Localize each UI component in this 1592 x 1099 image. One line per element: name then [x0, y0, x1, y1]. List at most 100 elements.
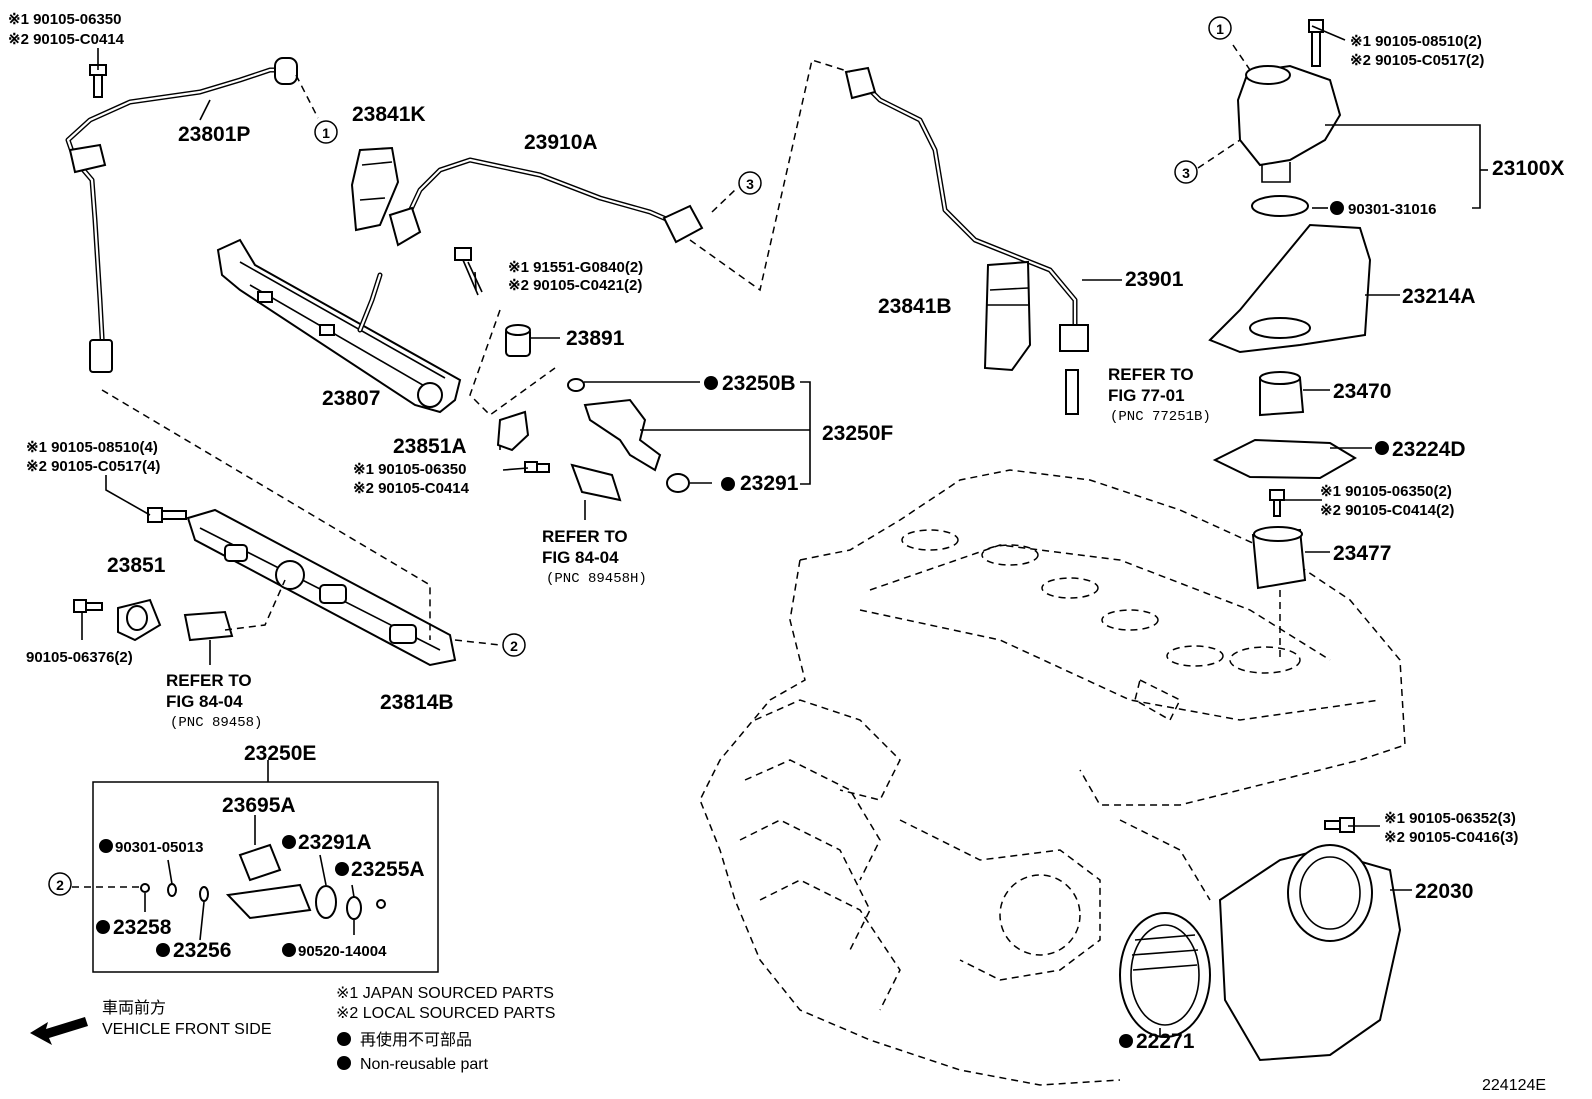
gasket-22271 — [1119, 912, 1211, 1038]
label-23250b: 23250B — [722, 372, 796, 395]
clip-23851a — [496, 410, 530, 452]
svg-text:2: 2 — [56, 877, 64, 893]
bolt-label-rail-1: ※1 90105-08510(4) — [26, 439, 158, 456]
svg-text:(PNC 89458H): (PNC 89458H) — [546, 571, 647, 587]
bolt-label-clip-1: ※1 90105-06350 — [353, 461, 467, 478]
label-23891: 23891 — [566, 327, 625, 350]
fuel-rail-23814b — [186, 508, 457, 667]
front-arrow-icon — [30, 1017, 88, 1045]
svg-text:3: 3 — [1182, 165, 1190, 181]
label-23695a: 23695A — [222, 794, 296, 817]
svg-text:REFER TO: REFER TO — [166, 671, 252, 690]
bolt-label-thr-1: ※1 90105-06352(3) — [1384, 810, 1516, 827]
svg-text:REFER TO: REFER TO — [542, 527, 628, 546]
connector-23841b — [983, 260, 1032, 372]
bolt-label-mid-1: ※1 91551-G0840(2) — [508, 259, 643, 276]
refer-note-89458h: REFER TO FIG 84-04 (PNC 89458H) — [542, 527, 647, 587]
label-22271: 22271 — [1136, 1030, 1195, 1053]
high-pressure-pump-23100x — [1236, 64, 1342, 217]
svg-text:(PNC 89458): (PNC 89458) — [170, 715, 262, 731]
label-22030: 22030 — [1415, 880, 1473, 903]
svg-text:FIG 84-04: FIG 84-04 — [166, 692, 243, 711]
label-23851: 23851 — [107, 554, 166, 577]
vehicle-front-legend: 車両前方 VEHICLE FRONT SIDE — [30, 999, 272, 1045]
collar-23891 — [505, 324, 531, 357]
bolt-91551 — [454, 247, 483, 296]
label-90301-05013: 90301-05013 — [115, 839, 203, 856]
svg-text:再使用不可部品: 再使用不可部品 — [360, 1031, 472, 1049]
callout-1-tube: 1 — [314, 120, 338, 144]
label-23470: 23470 — [1333, 380, 1391, 403]
svg-text:(PNC 77251B): (PNC 77251B) — [1110, 409, 1211, 425]
svg-text:1: 1 — [322, 125, 330, 141]
bolt-label-ins-1: ※1 90105-06350(2) — [1320, 483, 1452, 500]
label-23910a: 23910A — [524, 131, 598, 154]
dashed-connectors — [72, 44, 1281, 888]
bolt-label-tl-1: ※1 90105-06350 — [8, 11, 122, 28]
label-23258: 23258 — [113, 916, 172, 939]
svg-text:車両前方: 車両前方 — [102, 999, 166, 1017]
sensor-89458h — [570, 463, 622, 502]
bolt-label-tl-2: ※2 90105-C0414 — [8, 31, 125, 48]
label-23814b: 23814B — [380, 691, 454, 714]
bolt-insulator — [1269, 489, 1285, 517]
hose-77251b — [1065, 369, 1079, 415]
bolt-rail — [147, 507, 187, 523]
label-23841k: 23841K — [352, 103, 426, 126]
throttle-body-22030 — [1218, 844, 1402, 1062]
svg-text:FIG 84-04: FIG 84-04 — [542, 548, 619, 567]
label-23256: 23256 — [173, 939, 231, 962]
bolt-label-ins-2: ※2 90105-C0414(2) — [1320, 502, 1454, 519]
svg-text:※1 JAPAN SOURCED PARTS: ※1 JAPAN SOURCED PARTS — [336, 985, 554, 1002]
label-23224d: 23224D — [1392, 438, 1466, 461]
label-23291a: 23291A — [298, 831, 372, 854]
bolt-pump — [1308, 19, 1324, 67]
label-23801p: 23801P — [178, 123, 250, 146]
label-23255a: 23255A — [351, 858, 425, 881]
label-23214a: 23214A — [1402, 285, 1476, 308]
label-23841b: 23841B — [878, 295, 952, 318]
bolt-label-rail-2: ※2 90105-C0517(4) — [26, 458, 160, 475]
gasket-23224d — [1212, 438, 1357, 480]
label-23250e: 23250E — [244, 742, 316, 765]
label-23477: 23477 — [1333, 542, 1391, 565]
svg-text:1: 1 — [1216, 21, 1224, 37]
label-23100x: 23100X — [1492, 157, 1564, 180]
lifter-23470 — [1259, 371, 1305, 417]
label-23851a: 23851A — [393, 435, 467, 458]
label-23250f: 23250F — [822, 422, 893, 445]
callout-3-pump: 3 — [1174, 160, 1198, 184]
holder-23477 — [1251, 526, 1307, 590]
bolt-label-thr-2: ※2 90105-C0416(3) — [1384, 829, 1518, 846]
callout-2-box: 2 — [48, 872, 72, 896]
label-90105-06376: 90105-06376(2) — [26, 649, 133, 666]
fuel-tube-23901 — [844, 66, 1089, 352]
bolt-label-clip-2: ※2 90105-C0414 — [353, 480, 470, 497]
svg-text:REFER TO: REFER TO — [1108, 365, 1194, 384]
sensor-89458 — [183, 610, 234, 642]
callout-3-tube: 3 — [738, 171, 762, 195]
label-23807: 23807 — [322, 387, 380, 410]
figure-id: 224124E — [1482, 1077, 1546, 1094]
label-90520-14004: 90520-14004 — [298, 943, 387, 960]
source-legend: ※1 JAPAN SOURCED PARTS ※2 LOCAL SOURCED … — [336, 985, 555, 1073]
injector-23250f — [567, 378, 690, 493]
svg-text:VEHICLE FRONT SIDE: VEHICLE FRONT SIDE — [102, 1021, 272, 1038]
delivery-pipe-23807 — [216, 238, 462, 414]
bolt-throttle — [1324, 817, 1355, 833]
callout-2-rail: 2 — [502, 633, 526, 657]
fuel-tube-23801p — [65, 57, 298, 373]
bolt-label-pump-2: ※2 90105-C0517(2) — [1350, 52, 1484, 69]
nonreusable-dots — [96, 201, 1389, 1048]
connector-23841k — [350, 146, 400, 232]
bolt-label-mid-2: ※2 90105-C0421(2) — [508, 277, 642, 294]
injector-kit-23250e-box — [92, 781, 439, 973]
label-23291: 23291 — [740, 472, 799, 495]
svg-text:Non-reusable part: Non-reusable part — [360, 1056, 489, 1073]
refer-note-77251b: REFER TO FIG 77-01 (PNC 77251B) — [1108, 365, 1211, 425]
insulator-23851 — [73, 598, 162, 642]
svg-text:FIG 77-01: FIG 77-01 — [1108, 386, 1185, 405]
svg-text:※2 LOCAL SOURCED PARTS: ※2 LOCAL SOURCED PARTS — [336, 1005, 555, 1022]
insulator-23214a — [1208, 223, 1372, 354]
